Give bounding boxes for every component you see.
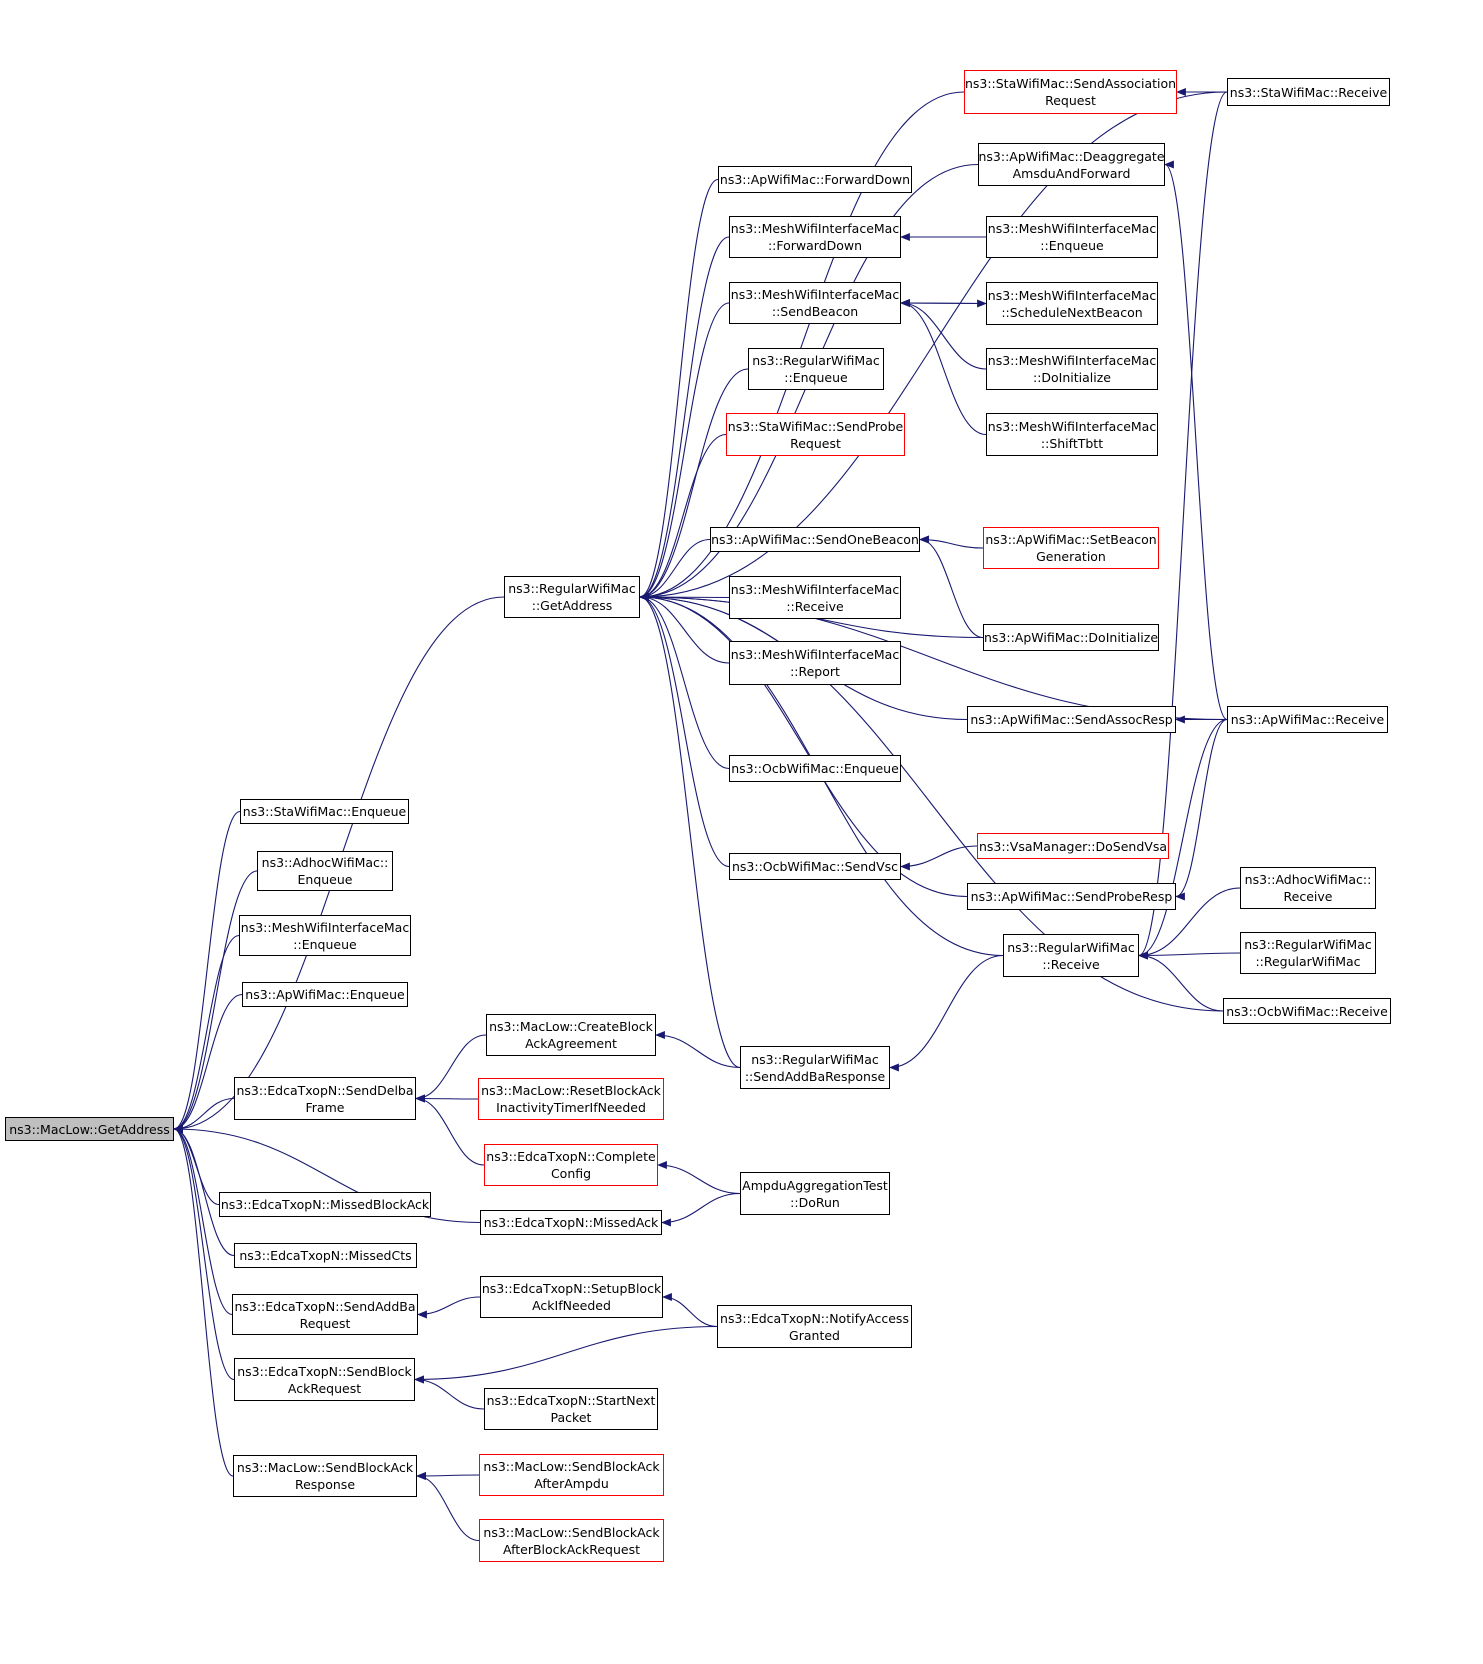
node-regularwifimac-getaddress[interactable]: ns3::RegularWifiMac::GetAddress xyxy=(504,576,640,618)
call-edge-sta_receive-to-regular_getaddress xyxy=(639,91,1228,601)
call-edge-edca_startnext-to-edca_sendblockackreq xyxy=(414,1375,485,1410)
call-edge-maclow_sendblockackresp-to-root xyxy=(173,1125,234,1477)
call-edge-regular_enqueue-to-regular_getaddress xyxy=(639,368,749,601)
call-edge-ampdu_dorun-to-edca_completeconfig xyxy=(657,1161,741,1195)
node-stawifimac-enqueue[interactable]: ns3::StaWifiMac::Enqueue xyxy=(240,799,409,824)
call-edge-sta_enqueue-to-root xyxy=(173,810,241,1133)
node-edcatxopn-missedack[interactable]: ns3::EdcaTxopN::MissedAck xyxy=(480,1210,662,1235)
node-ocbwifimac-receive[interactable]: ns3::OcbWifiMac::Receive xyxy=(1223,998,1391,1024)
node-adhocwifimac-enqueue[interactable]: ns3::AdhocWifiMac::Enqueue xyxy=(257,851,393,891)
call-edge-ocb_receive-to-regular_receive xyxy=(1138,951,1224,1012)
call-edge-maclow_createblockack-to-edca_senddelba xyxy=(415,1034,487,1103)
call-edge-sta_sendassoc-to-regular_getaddress xyxy=(639,91,965,601)
call-edge-ocb_enqueue-to-regular_getaddress xyxy=(639,593,730,770)
call-edge-edca_sendblockackreq-to-root xyxy=(173,1125,235,1381)
call-edge-mesh_report-to-regular_getaddress xyxy=(639,593,730,664)
call-edge-mesh_enqueue_l-to-root xyxy=(173,934,240,1133)
call-edge-ocb_receive-to-regular_getaddress xyxy=(639,593,1224,1012)
call-edge-regular_regularwifimac-to-regular_receive xyxy=(1138,951,1241,960)
node-apwifimac-receive[interactable]: ns3::ApWifiMac::Receive xyxy=(1227,706,1388,733)
call-edge-ap_sendonebeacon-to-regular_getaddress xyxy=(639,538,711,601)
call-edge-edca_notifyaccess-to-edca_sendblockackreq xyxy=(414,1325,718,1384)
node-meshwifiinterfacemac-schedulenextbeacon[interactable]: ns3::MeshWifiInterfaceMac::ScheduleNextB… xyxy=(986,282,1158,325)
call-edge-edca_setupblockack-to-edca_sendaddba xyxy=(417,1296,481,1319)
call-edge-edca_sendaddba-to-root xyxy=(173,1125,233,1316)
call-edge-edca_completeconfig-to-edca_senddelba xyxy=(415,1094,485,1166)
node-meshwifiinterfacemac-forwarddown[interactable]: ns3::MeshWifiInterfaceMac::ForwardDown xyxy=(729,216,901,258)
call-edge-adhoc_enqueue-to-root xyxy=(173,870,258,1133)
call-edge-vsa_dosendvsa-to-ocb_sendvsc xyxy=(900,845,978,871)
call-edge-mesh_sendbeacon-to-regular_getaddress xyxy=(639,302,730,601)
call-edge-ap_sendproberesp-to-regular_getaddress xyxy=(639,593,968,898)
node-apwifimac-sendproberesp[interactable]: ns3::ApWifiMac::SendProbeResp xyxy=(967,883,1176,910)
node-apwifimac-forwarddown[interactable]: ns3::ApWifiMac::ForwardDown xyxy=(718,166,912,193)
call-edge-mesh_doinitialize-to-mesh_sendbeacon xyxy=(900,299,987,370)
node-ocbwifimac-sendvsc[interactable]: ns3::OcbWifiMac::SendVsc xyxy=(729,853,901,880)
call-edge-ap_receive-to-regular_receive xyxy=(1138,718,1228,960)
call-edge-ap_enqueue-to-root xyxy=(173,993,243,1133)
call-edge-maclow_resetblockack-to-edca_senddelba xyxy=(415,1094,479,1103)
call-edge-edca_missedack-to-root xyxy=(173,1125,481,1224)
call-edge-regular_receive-to-regular_sendaddbaresp xyxy=(889,954,1004,1072)
call-edge-maclow_afterblockackreq-to-maclow_sendblockackresp xyxy=(416,1472,480,1542)
node-stawifimac-receive[interactable]: ns3::StaWifiMac::Receive xyxy=(1227,78,1390,106)
call-edge-ampdu_dorun-to-edca_missedack xyxy=(661,1192,741,1227)
node-apwifimac-sendonebeacon[interactable]: ns3::ApWifiMac::SendOneBeacon xyxy=(710,527,920,552)
node-regularwifimac-enqueue[interactable]: ns3::RegularWifiMac::Enqueue xyxy=(748,348,884,390)
call-edge-adhoc_receive-to-regular_receive xyxy=(1138,887,1241,960)
node-apwifimac-enqueue[interactable]: ns3::ApWifiMac::Enqueue xyxy=(242,982,408,1007)
call-edge-ocb_sendvsc-to-regular_getaddress xyxy=(639,593,730,868)
node-meshwifiinterfacemac-receive[interactable]: ns3::MeshWifiInterfaceMac::Receive xyxy=(729,576,901,619)
call-edge-regular_sendaddbaresp-to-maclow_createblockack xyxy=(655,1031,741,1069)
call-edge-sta_sendprobe-to-regular_getaddress xyxy=(639,433,727,601)
call-edge-maclow_afterampdu-to-maclow_sendblockackresp xyxy=(416,1472,480,1480)
call-edge-ap_forwarddown-to-regular_getaddress xyxy=(639,178,719,601)
node-meshwifiinterfacemac-enqueue-right[interactable]: ns3::MeshWifiInterfaceMac::Enqueue xyxy=(986,216,1158,258)
node-meshwifiinterfacemac-sendbeacon[interactable]: ns3::MeshWifiInterfaceMac::SendBeacon xyxy=(729,282,901,324)
node-adhocwifimac-receive[interactable]: ns3::AdhocWifiMac::Receive xyxy=(1240,867,1376,909)
call-edge-ap_doinitialize-to-ap_sendonebeacon xyxy=(919,535,984,639)
node-edcatxopn-missedcts[interactable]: ns3::EdcaTxopN::MissedCts xyxy=(234,1243,417,1268)
node-vsamanager-dosendvsa[interactable]: ns3::VsaManager::DoSendVsa xyxy=(977,833,1169,859)
call-edge-ap_receive-to-ap_deaggregate xyxy=(1164,160,1228,721)
call-edge-edca_missedcts-to-root xyxy=(173,1125,235,1257)
node-regularwifimac-regularwifimac[interactable]: ns3::RegularWifiMac::RegularWifiMac xyxy=(1240,932,1376,974)
call-edge-mesh_sendbeacon-to-mesh_schedulebeacon xyxy=(900,299,987,308)
call-edge-mesh_forwarddown-to-regular_getaddress xyxy=(639,236,730,601)
node-ocbwifimac-enqueue[interactable]: ns3::OcbWifiMac::Enqueue xyxy=(729,755,901,782)
node-maclow-getaddress: ns3::MacLow::GetAddress xyxy=(5,1117,174,1141)
node-meshwifiinterfacemac-report[interactable]: ns3::MeshWifiInterfaceMac::Report xyxy=(729,641,901,685)
node-regularwifimac-receive[interactable]: ns3::RegularWifiMac::Receive xyxy=(1003,934,1139,977)
node-meshwifiinterfacemac-shifttbtt[interactable]: ns3::MeshWifiInterfaceMac::ShiftTbtt xyxy=(986,413,1158,456)
node-regularwifimac-sendaddbaresponse[interactable]: ns3::RegularWifiMac::SendAddBaResponse xyxy=(740,1046,890,1089)
call-edge-regular_sendaddbaresp-to-regular_getaddress xyxy=(639,593,741,1069)
node-meshwifiinterfacemac-doinitialize[interactable]: ns3::MeshWifiInterfaceMac::DoInitialize xyxy=(986,348,1158,390)
call-edge-mesh_shifttbtt-to-mesh_sendbeacon xyxy=(900,299,987,436)
node-apwifimac-doinitialize[interactable]: ns3::ApWifiMac::DoInitialize xyxy=(983,624,1159,651)
node-edcatxopn-missedblockack[interactable]: ns3::EdcaTxopN::MissedBlockAck xyxy=(219,1192,431,1217)
call-edge-ap_receive-to-ap_sendproberesp xyxy=(1175,718,1228,901)
node-ampduaggregationtest-dorun[interactable]: AmpduAggregationTest::DoRun xyxy=(740,1172,890,1215)
node-meshwifiinterfacemac-enqueue-left[interactable]: ns3::MeshWifiInterfaceMac::Enqueue xyxy=(239,915,411,956)
call-edge-edca_notifyaccess-to-edca_setupblockack xyxy=(662,1293,718,1328)
node-apwifimac-sendassocresp[interactable]: ns3::ApWifiMac::SendAssocResp xyxy=(967,706,1176,733)
